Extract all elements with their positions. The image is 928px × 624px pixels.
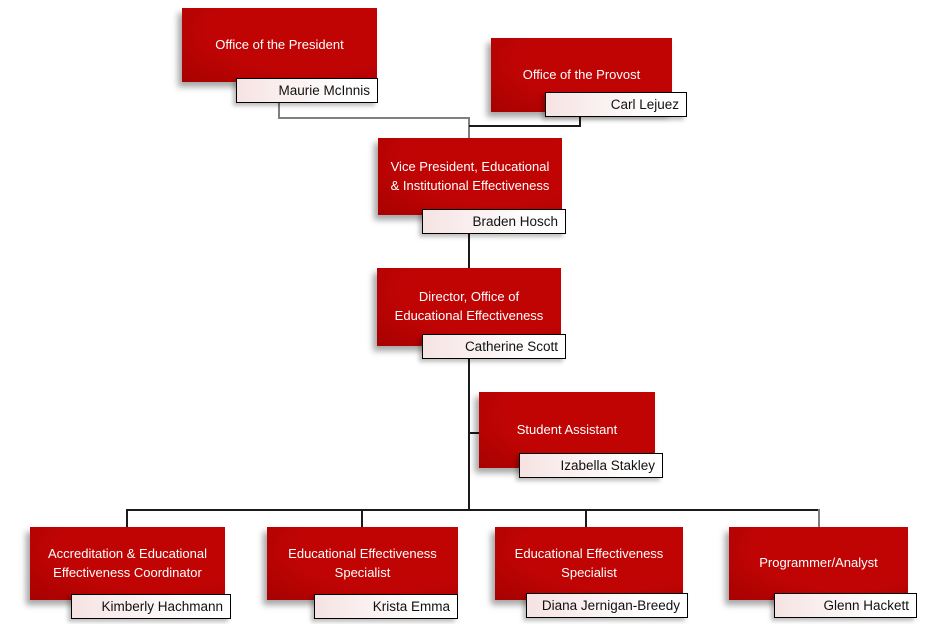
connector-vp-to-director — [468, 213, 470, 269]
person-name: Izabella Stakley — [560, 458, 655, 473]
role-title: Student Assistant — [516, 421, 618, 437]
name-tag: Maurie McInnis — [236, 78, 378, 103]
name-tag: Krista Emma — [314, 594, 458, 619]
role-title: Office of the Provost — [522, 66, 641, 82]
person-name: Glenn Hackett — [823, 598, 909, 613]
role-box: Office of the President — [182, 8, 377, 82]
connector-bottom-rake — [126, 509, 820, 511]
role-box: Vice President, Educational & Institutio… — [378, 138, 562, 215]
role-title: Director, Office of Educational Effectiv… — [394, 289, 544, 323]
connector-drop-accreditation — [126, 509, 128, 528]
role-title: Vice President, Educational & Institutio… — [390, 158, 550, 193]
name-tag: Catherine Scott — [422, 334, 566, 359]
name-tag: Diana Jernigan-Breedy — [526, 593, 688, 618]
name-tag: Izabella Stakley — [519, 453, 663, 478]
person-name: Carl Lejuez — [610, 97, 679, 112]
name-tag: Kimberly Hachmann — [71, 594, 231, 619]
person-name: Maurie McInnis — [278, 83, 370, 98]
connector-provost-drop — [579, 110, 581, 126]
connector-drop-specialist-2 — [585, 509, 587, 528]
name-tag: Braden Hosch — [422, 209, 566, 234]
person-name: Catherine Scott — [464, 339, 558, 354]
connector-drop-programmer — [818, 509, 820, 528]
connector-provost-to-vp — [469, 125, 581, 127]
connector-president-to-vp — [468, 117, 470, 139]
connector-director-trunk — [468, 344, 470, 510]
role-title: Programmer/Analyst — [759, 555, 878, 571]
role-title: Accreditation & Educational Effectivenes… — [48, 545, 207, 580]
role-box: Director, Office of Educational Effectiv… — [377, 268, 561, 346]
role-box: Educational Effectiveness Specialist — [267, 527, 458, 600]
connector-student-assistant-stub — [468, 432, 481, 434]
role-title: Educational Effectiveness Specialist — [288, 545, 437, 580]
role-box: Programmer/Analyst — [729, 527, 908, 600]
connector-president-elbow — [278, 117, 470, 119]
person-name: Krista Emma — [372, 599, 450, 614]
person-name: Kimberly Hachmann — [101, 599, 223, 614]
person-name: Diana Jernigan-Breedy — [541, 598, 680, 613]
connector-drop-specialist-1 — [361, 509, 363, 528]
role-title: Educational Effectiveness Specialist — [514, 545, 664, 580]
role-box: Accreditation & Educational Effectivenes… — [30, 527, 225, 600]
role-box: Educational Effectiveness Specialist — [495, 527, 683, 600]
name-tag: Carl Lejuez — [545, 92, 687, 117]
name-tag: Glenn Hackett — [774, 593, 917, 618]
role-title: Office of the President — [215, 36, 344, 52]
person-name: Braden Hosch — [472, 214, 558, 229]
